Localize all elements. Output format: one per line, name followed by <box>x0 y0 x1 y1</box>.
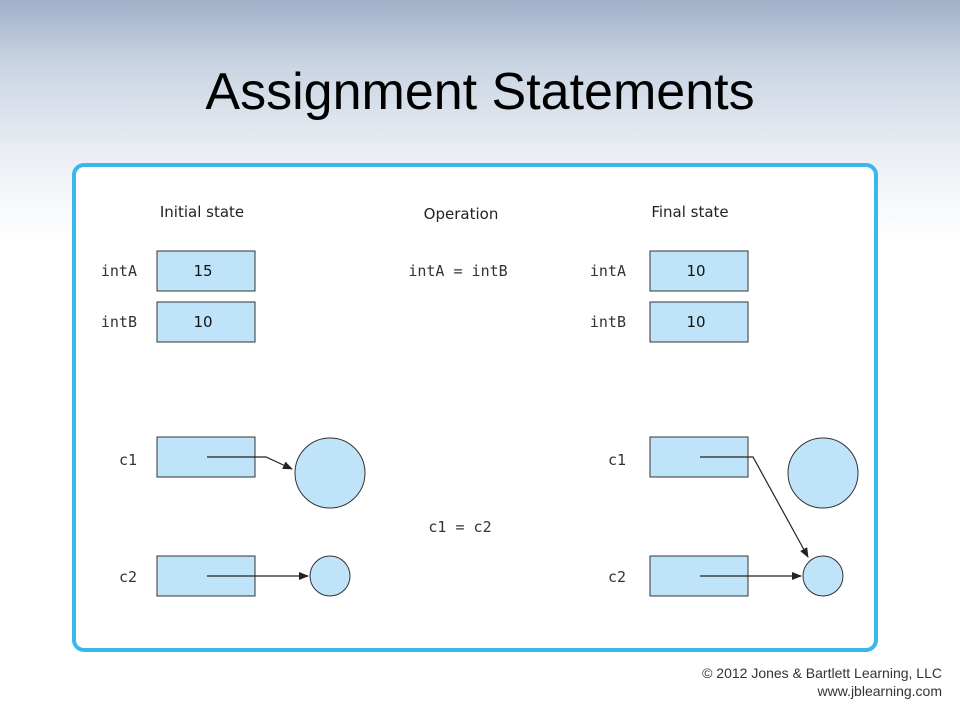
final-inta-value: 10 <box>686 262 705 280</box>
initial-c1-reference-arrow <box>207 456 293 470</box>
initial-inta-label: intA <box>101 262 137 280</box>
slide-title: Assignment Statements <box>205 63 755 121</box>
copyright-notice: © 2012 Jones & Bartlett Learning, LLC ww… <box>702 664 942 700</box>
final-intb-label: intB <box>590 313 626 331</box>
final-inta-box <box>649 250 749 292</box>
final-intb-value: 10 <box>686 313 705 331</box>
initial-inta-value: 15 <box>193 262 212 280</box>
final-c1-reference-arrow <box>700 456 809 558</box>
initial-inta-box <box>156 250 256 292</box>
header-initial-state: Initial state <box>160 203 244 221</box>
website-text: www.jblearning.com <box>817 683 943 699</box>
header-operation: Operation <box>424 205 499 223</box>
final-c2-label: c2 <box>608 568 626 586</box>
final-c2-object <box>802 555 844 597</box>
initial-c1-object <box>294 437 366 509</box>
final-c1-label: c1 <box>608 451 626 469</box>
final-intb-box <box>649 301 749 343</box>
operation-primitive: intA = intB <box>408 262 507 280</box>
final-c1-old-object <box>787 437 859 509</box>
initial-intb-box <box>156 301 256 343</box>
operation-reference: c1 = c2 <box>428 518 491 536</box>
initial-c2-label: c2 <box>119 568 137 586</box>
initial-c2-object <box>309 555 351 597</box>
initial-c1-label: c1 <box>119 451 137 469</box>
initial-intb-label: intB <box>101 313 137 331</box>
copyright-text: © 2012 Jones & Bartlett Learning, LLC <box>702 665 942 681</box>
final-inta-label: intA <box>590 262 626 280</box>
initial-intb-value: 10 <box>193 313 212 331</box>
header-final-state: Final state <box>651 203 728 221</box>
